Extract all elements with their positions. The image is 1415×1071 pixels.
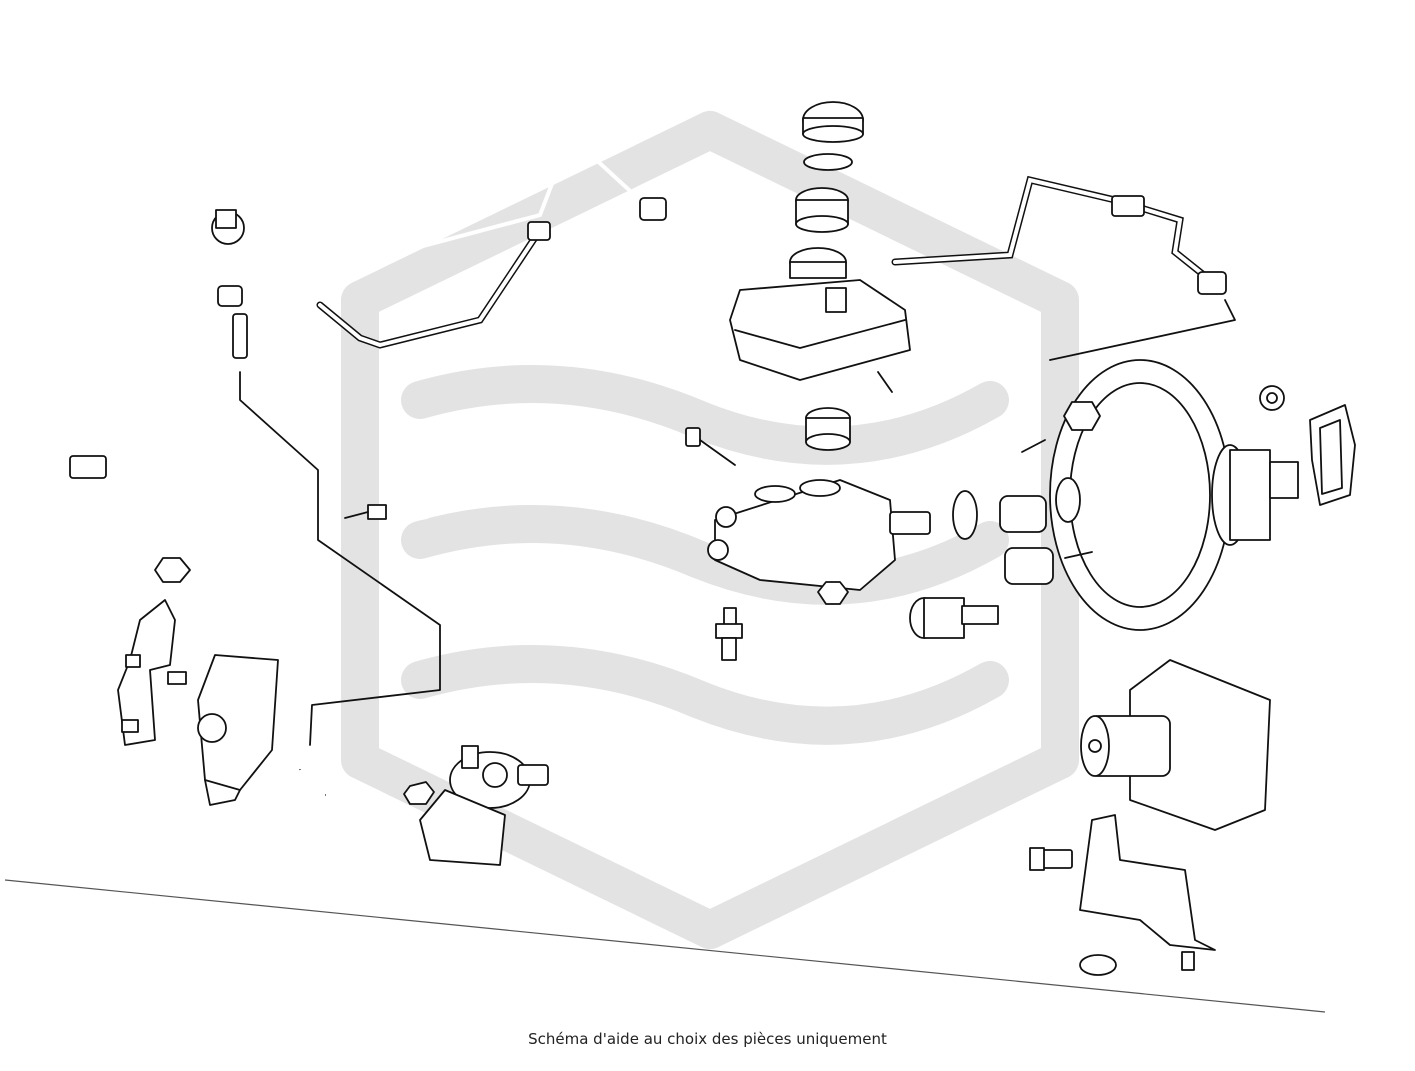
diagram-caption: Schéma d'aide au choix des pièces unique… <box>528 1030 887 1048</box>
brake-line-left[interactable] <box>57 142 667 479</box>
pressure-sensor[interactable] <box>715 607 743 661</box>
reservoir-grommet[interactable] <box>805 407 851 451</box>
booster-gasket[interactable] <box>1309 404 1356 506</box>
brake-line-center[interactable] <box>316 221 551 349</box>
master-cylinder[interactable] <box>707 479 931 591</box>
bleed-screw[interactable] <box>685 427 736 466</box>
hose-clip[interactable] <box>211 209 245 245</box>
brake-line-right[interactable] <box>891 175 1227 295</box>
cable-tie[interactable] <box>344 484 450 521</box>
cap-gasket[interactable] <box>803 153 853 171</box>
mounting-bracket[interactable] <box>117 599 187 746</box>
mount-nut[interactable] <box>817 581 849 605</box>
control-module[interactable] <box>197 654 279 806</box>
abs-control-unit[interactable] <box>1080 659 1271 831</box>
reservoir-filter[interactable] <box>795 187 849 233</box>
booster-nut[interactable] <box>1259 385 1285 411</box>
mount-nut-left[interactable] <box>154 557 191 583</box>
brake-fluid-reservoir[interactable] <box>729 247 911 393</box>
exploded-brake-diagram <box>4 101 1356 1013</box>
abs-bracket[interactable] <box>1029 814 1216 976</box>
brake-booster[interactable] <box>999 299 1299 631</box>
brake-light-switch[interactable] <box>909 597 999 639</box>
ground-line <box>4 879 1326 1013</box>
seal-ring[interactable] <box>952 490 978 540</box>
vacuum-pump[interactable] <box>403 745 549 866</box>
small-hose[interactable] <box>232 313 441 798</box>
reservoir-cap[interactable] <box>802 101 864 143</box>
brand-logo-watermark <box>341 111 1079 949</box>
